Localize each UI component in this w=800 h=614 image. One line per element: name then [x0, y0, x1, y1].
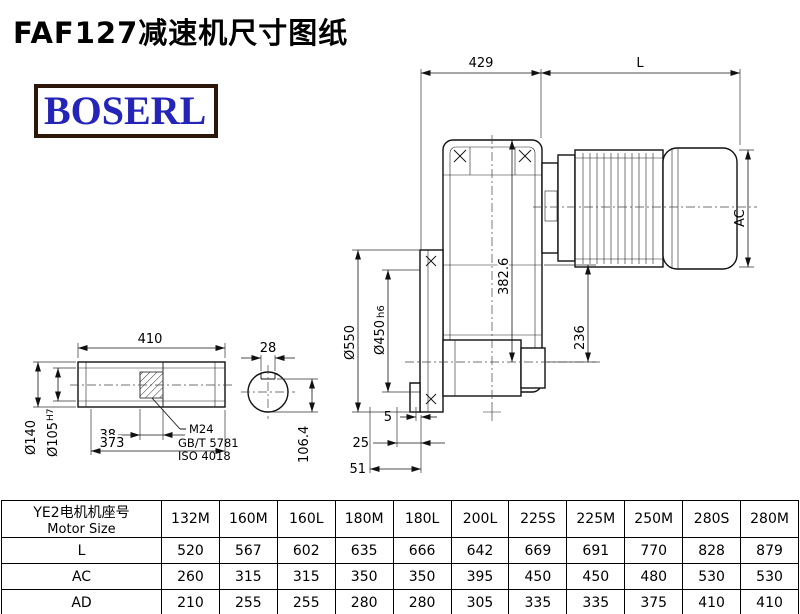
cell-L-132M: 520 — [161, 537, 220, 564]
output-hub — [442, 339, 546, 421]
dim-51-label: 51 — [349, 462, 366, 477]
table-header-225M: 225M — [566, 500, 626, 538]
dim-28-label: 28 — [260, 341, 277, 356]
dim-105-tol-label: H7 — [46, 409, 56, 422]
cell-AD-180M: 280 — [334, 589, 394, 614]
boserl-logo: BOSERL — [34, 84, 218, 138]
cell-AD-180L: 280 — [392, 589, 452, 614]
cell-AD-225M: 335 — [566, 589, 626, 614]
cell-AD-160L: 255 — [276, 589, 336, 614]
cell-AC-280S: 530 — [682, 563, 742, 590]
cell-AD-280M: 410 — [740, 589, 799, 614]
row-label-AC: AC — [1, 563, 162, 590]
cell-AD-132M: 210 — [161, 589, 220, 614]
technical-drawing: 429 L AC 382.6 Ø550 Ø450 h6 — [24, 56, 757, 477]
table-header-132M: 132M — [161, 500, 220, 538]
cell-L-180M: 635 — [334, 537, 394, 564]
cell-L-180L: 666 — [392, 537, 452, 564]
output-flange — [409, 249, 444, 413]
cell-AC-180L: 350 — [392, 563, 452, 590]
cell-AC-250M: 480 — [624, 563, 684, 590]
dim-flange-dia-label: Ø550 — [343, 325, 358, 360]
cell-AC-132M: 260 — [161, 563, 220, 590]
row-label-L: L — [1, 537, 162, 564]
cell-AC-160M: 315 — [218, 563, 278, 590]
cell-L-200L: 642 — [450, 537, 510, 564]
note-gb5781: GB/T 5781 — [178, 436, 239, 450]
cell-L-280M: 879 — [740, 537, 799, 564]
cell-AD-200L: 305 — [450, 589, 510, 614]
dim-429-label: 429 — [469, 56, 494, 71]
table-header-280M: 280M — [740, 500, 799, 538]
shaft-view: 410 38 373 Ø140 Ø105 H7 M24 GB/T 5781 — [24, 332, 239, 463]
motor — [541, 147, 738, 270]
dim-l-label: L — [636, 56, 644, 71]
dim-1064-label: 106.4 — [297, 426, 312, 463]
note-m24: M24 — [189, 422, 214, 436]
cell-L-160L: 602 — [276, 537, 336, 564]
dim-spigot-tol-label: h6 — [376, 305, 387, 318]
table-header-200L: 200L — [450, 500, 510, 538]
table-header-250M: 250M — [624, 500, 684, 538]
cell-AD-160M: 255 — [218, 589, 278, 614]
cell-AC-225M: 450 — [566, 563, 626, 590]
page-title: FAF127减速机尺寸图纸 — [13, 16, 349, 50]
cell-L-225M: 691 — [566, 537, 626, 564]
cell-AD-225S: 335 — [508, 589, 568, 614]
cell-AC-160L: 315 — [276, 563, 336, 590]
dim-5-label: 5 — [384, 410, 392, 425]
dim-25-label: 25 — [352, 436, 369, 451]
main-dimensions: 429 L AC 382.6 Ø550 Ø450 h6 — [343, 56, 754, 477]
table-header-180L: 180L — [392, 500, 452, 538]
dim-105-label: Ø105 — [46, 422, 61, 457]
cell-AC-200L: 395 — [450, 563, 510, 590]
cell-AD-280S: 410 — [682, 589, 742, 614]
boserl-logo-text: BOSERL — [44, 88, 207, 133]
table-header-160M: 160M — [218, 500, 278, 538]
dim-spigot-dia-label: Ø450 — [373, 320, 388, 355]
cell-L-160M: 567 — [218, 537, 278, 564]
note-iso4018: ISO 4018 — [178, 449, 231, 463]
cell-AC-225S: 450 — [508, 563, 568, 590]
centerlines — [405, 135, 757, 405]
table-header-180M: 180M — [334, 500, 394, 538]
dim-236-label: 236 — [573, 325, 588, 350]
dim-382-label: 382.6 — [497, 258, 512, 295]
cell-AC-180M: 350 — [334, 563, 394, 590]
dim-140-label: Ø140 — [24, 420, 39, 455]
dim-ac-label: AC — [733, 209, 748, 227]
cell-L-280S: 828 — [682, 537, 742, 564]
shaft-section-circle: 28 106.4 — [241, 341, 318, 463]
cell-L-225S: 669 — [508, 537, 568, 564]
dim-38-label: 38 — [99, 428, 116, 443]
table-header-160L: 160L — [276, 500, 336, 538]
cell-AC-280M: 530 — [740, 563, 799, 590]
cell-L-250M: 770 — [624, 537, 684, 564]
table-header-280S: 280S — [682, 500, 742, 538]
dim-373-label: 373 — [100, 436, 125, 451]
row-label-AD: AD — [1, 589, 162, 614]
cell-AD-250M: 375 — [624, 589, 684, 614]
dim-410-label: 410 — [138, 332, 163, 347]
table-header-225S: 225S — [508, 500, 568, 538]
